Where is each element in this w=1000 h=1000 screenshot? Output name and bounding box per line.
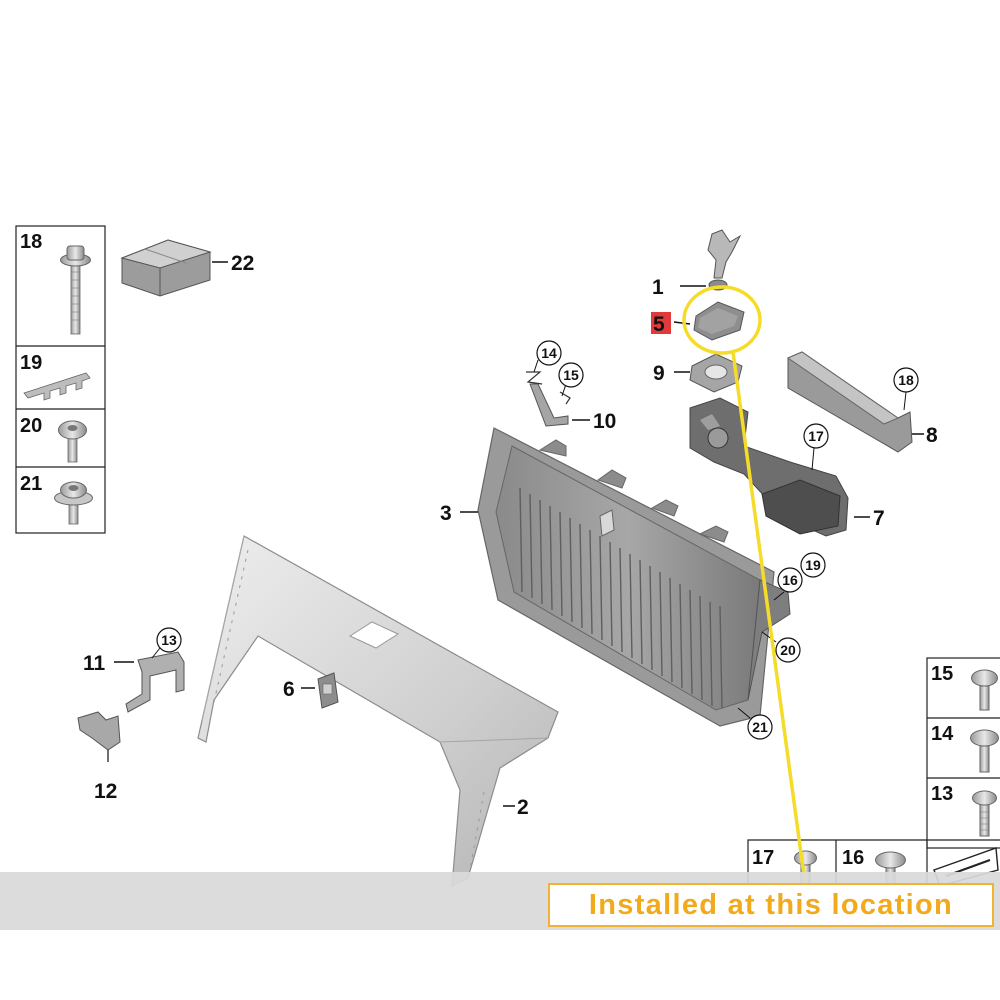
- circle-label-17: 17: [808, 428, 824, 444]
- grille-slats: [519, 487, 723, 709]
- circle-label-15: 15: [563, 367, 579, 383]
- label-9: 9: [653, 362, 665, 385]
- left-parts-table: 18 19 20 21: [15, 225, 106, 534]
- screw-14-icon: [970, 729, 999, 773]
- bolt-18-icon: [60, 245, 91, 335]
- label-6: 6: [283, 678, 295, 701]
- screw-15-icon: [971, 669, 998, 711]
- table-label-17: 17: [752, 847, 774, 869]
- circle-label-19: 19: [805, 557, 821, 573]
- screw-21-icon: [54, 481, 93, 525]
- circle-label-13: 13: [161, 632, 177, 648]
- table-label-19: 19: [20, 352, 42, 374]
- circle-label-20: 20: [780, 642, 796, 658]
- label-3: 3: [440, 502, 452, 525]
- part-8-bracket: 8 18: [786, 351, 938, 453]
- table-label-14: 14: [931, 723, 954, 745]
- circle-label-14: 14: [541, 345, 557, 361]
- part-9-gasket: 9: [653, 353, 743, 393]
- grille-fastener-callouts: 16 19 20 21: [737, 552, 826, 740]
- circle-label-16: 16: [782, 572, 798, 588]
- part-10-bracket: 10 14 15: [526, 340, 616, 433]
- part-7-mechanism: 7 17: [689, 397, 885, 537]
- circle-label-21: 21: [752, 719, 768, 735]
- circle-label-18: 18: [898, 372, 914, 388]
- screw-13-icon: [972, 790, 997, 837]
- label-12: 12: [94, 780, 117, 803]
- table-label-13: 13: [931, 783, 953, 805]
- screw-20-icon: [58, 420, 87, 463]
- part-3-grille: 3: [440, 427, 791, 727]
- label-2: 2: [517, 796, 529, 819]
- label-22: 22: [231, 252, 254, 275]
- label-10: 10: [593, 410, 616, 433]
- label-7: 7: [873, 507, 885, 530]
- part-1-mascot: 1: [652, 229, 742, 299]
- part-6-badge: 6: [283, 672, 339, 709]
- table-label-18: 18: [20, 231, 42, 253]
- location-highlight: [682, 285, 807, 884]
- part-11-12-brackets: 11 12 13: [77, 627, 185, 803]
- table-label-20: 20: [20, 415, 42, 437]
- part-5-cover: 5: [651, 301, 745, 341]
- label-11: 11: [83, 652, 106, 675]
- installed-location-callout: Installed at this location: [548, 883, 994, 927]
- right-parts-table: 15 14 13: [926, 657, 1000, 849]
- table-label-21: 21: [20, 473, 42, 495]
- label-8: 8: [926, 424, 938, 447]
- part-22-box: 22: [120, 239, 254, 297]
- label-1: 1: [652, 276, 664, 299]
- clip-19-icon: [23, 372, 91, 401]
- table-label-16: 16: [842, 847, 864, 869]
- table-label-15: 15: [931, 663, 953, 685]
- part-2-trim: 2: [197, 535, 559, 888]
- label-5: 5: [653, 313, 665, 336]
